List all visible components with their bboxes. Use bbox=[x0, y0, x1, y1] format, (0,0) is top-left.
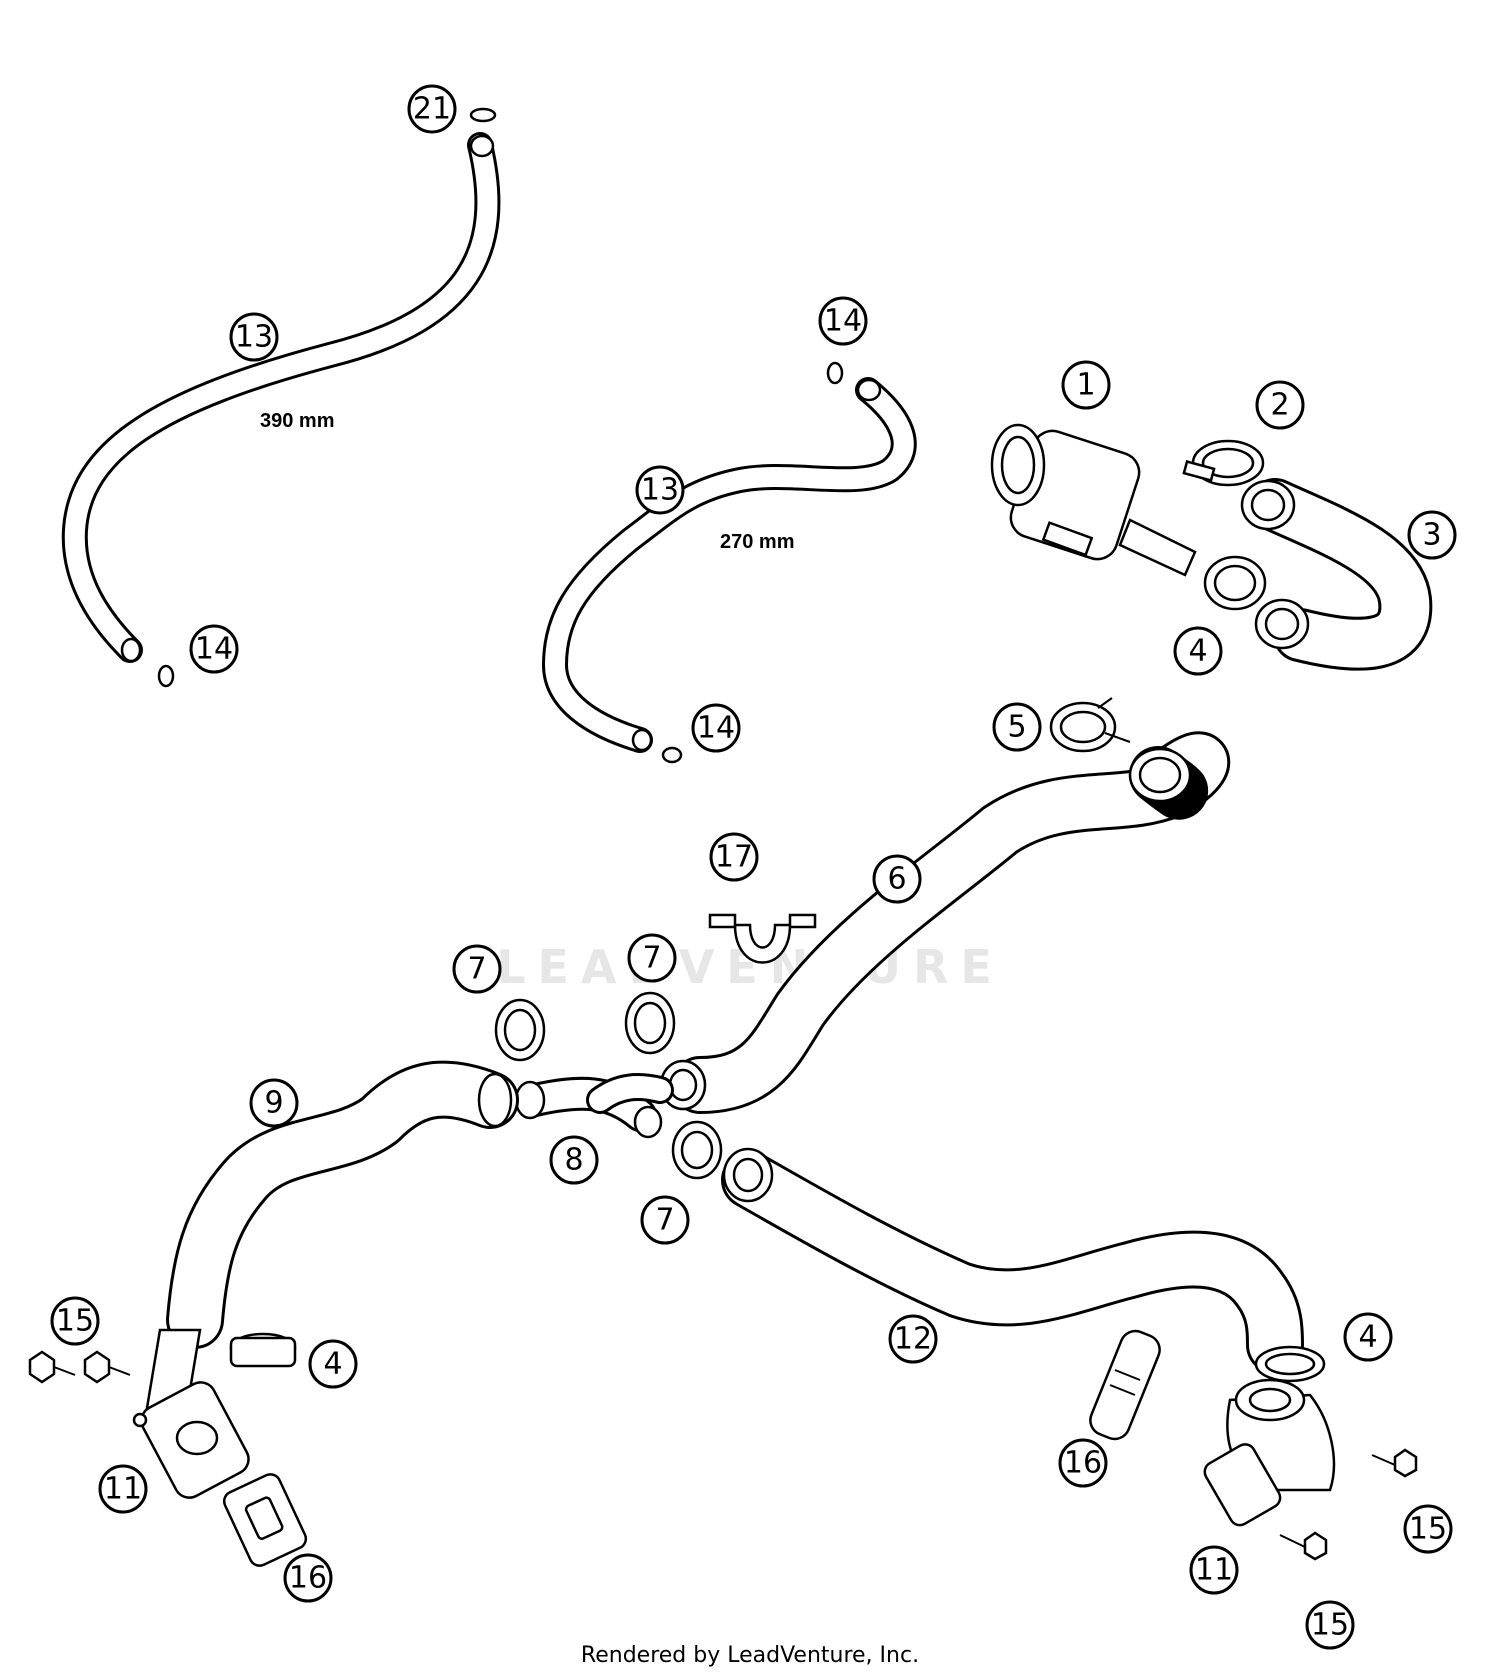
svg-text:7: 7 bbox=[467, 952, 486, 987]
callout-2: 2 bbox=[1255, 380, 1305, 430]
svg-text:16: 16 bbox=[1064, 1446, 1102, 1481]
callout-17: 17 bbox=[709, 832, 759, 882]
callout-4-top: 4 bbox=[1173, 626, 1223, 676]
callout-14-left: 14 bbox=[189, 624, 239, 674]
clamp-14-top[interactable] bbox=[826, 361, 844, 385]
svg-text:14: 14 bbox=[824, 304, 862, 339]
gasket-16-right[interactable] bbox=[1086, 1327, 1164, 1444]
callout-1: 1 bbox=[1061, 360, 1111, 410]
callout-8: 8 bbox=[549, 1135, 599, 1185]
callout-12: 12 bbox=[888, 1314, 938, 1364]
svg-text:3: 3 bbox=[1422, 518, 1441, 553]
svg-text:21: 21 bbox=[413, 92, 451, 127]
credit-footer: Rendered by LeadVenture, Inc. bbox=[580, 1643, 920, 1668]
svg-text:13: 13 bbox=[641, 473, 679, 508]
callout-11-left: 11 bbox=[98, 1464, 148, 1514]
svg-text:15: 15 bbox=[1409, 1512, 1447, 1547]
callout-7-middle: 7 bbox=[627, 933, 677, 983]
gasket-16-left[interactable] bbox=[221, 1471, 309, 1569]
clamp-17[interactable] bbox=[708, 913, 817, 964]
callout-15-right-b: 15 bbox=[1305, 1600, 1355, 1650]
bolt-15-right-b[interactable] bbox=[1279, 1531, 1328, 1561]
svg-text:15: 15 bbox=[1311, 1608, 1349, 1643]
hose-9[interactable] bbox=[166, 1060, 519, 1349]
svg-text:11: 11 bbox=[104, 1472, 142, 1507]
callout-3: 3 bbox=[1407, 510, 1457, 560]
svg-text:12: 12 bbox=[894, 1322, 932, 1357]
callout-16-left: 16 bbox=[283, 1553, 333, 1603]
clamp-21[interactable] bbox=[469, 107, 497, 123]
svg-text:4: 4 bbox=[1188, 634, 1207, 669]
clamp-2[interactable] bbox=[1182, 439, 1265, 487]
bolt-15-right-a[interactable] bbox=[1371, 1448, 1418, 1478]
hose-6[interactable] bbox=[659, 731, 1231, 1114]
svg-text:6: 6 bbox=[887, 862, 906, 897]
svg-text:7: 7 bbox=[655, 1203, 674, 1238]
callout-6: 6 bbox=[872, 854, 922, 904]
svg-text:8: 8 bbox=[564, 1143, 583, 1178]
clamp-4-left[interactable] bbox=[229, 1332, 297, 1368]
callout-16-right: 16 bbox=[1058, 1438, 1108, 1488]
svg-text:1: 1 bbox=[1076, 368, 1095, 403]
svg-text:7: 7 bbox=[642, 941, 661, 976]
dimension-270mm: 270 mm bbox=[720, 531, 795, 553]
cover-11-right[interactable] bbox=[1201, 1378, 1336, 1529]
callout-15-left: 15 bbox=[50, 1296, 100, 1346]
hose-13-short[interactable] bbox=[542, 377, 917, 753]
bolt-15-left-a[interactable] bbox=[28, 1350, 76, 1384]
clamp-5[interactable] bbox=[1049, 697, 1131, 753]
callout-4-right: 4 bbox=[1343, 1312, 1393, 1362]
clamp-4-top[interactable] bbox=[1203, 555, 1267, 611]
callout-7-bottom: 7 bbox=[640, 1195, 690, 1245]
dimension-390mm: 390 mm bbox=[260, 410, 335, 432]
callout-15-right-a: 15 bbox=[1403, 1504, 1453, 1554]
svg-text:4: 4 bbox=[323, 1347, 342, 1382]
svg-text:14: 14 bbox=[195, 632, 233, 667]
svg-text:15: 15 bbox=[56, 1304, 94, 1339]
svg-text:4: 4 bbox=[1358, 1320, 1377, 1355]
callout-4-left: 4 bbox=[308, 1339, 358, 1389]
svg-text:14: 14 bbox=[697, 711, 735, 746]
callout-14-middle: 14 bbox=[691, 703, 741, 753]
thermostat-1[interactable] bbox=[990, 423, 1197, 577]
cover-11-left[interactable] bbox=[132, 1328, 254, 1503]
callout-13-left: 13 bbox=[229, 312, 279, 362]
hose-3[interactable] bbox=[1240, 478, 1433, 671]
callout-14-top: 14 bbox=[818, 296, 868, 346]
svg-text:13: 13 bbox=[235, 320, 273, 355]
clamp-14-left[interactable] bbox=[157, 664, 175, 688]
callout-9: 9 bbox=[249, 1078, 299, 1128]
callout-7-left: 7 bbox=[452, 944, 502, 994]
bolt-15-left-b[interactable] bbox=[83, 1350, 131, 1384]
svg-text:11: 11 bbox=[1195, 1553, 1233, 1588]
y-connector-8[interactable] bbox=[514, 1073, 674, 1139]
clamp-7-middle[interactable] bbox=[624, 991, 676, 1055]
callout-11-right: 11 bbox=[1189, 1545, 1239, 1595]
hose-13-long[interactable] bbox=[61, 132, 501, 663]
clamp-7-bottom[interactable] bbox=[671, 1120, 723, 1180]
clamp-7-left[interactable] bbox=[494, 998, 546, 1062]
svg-text:2: 2 bbox=[1270, 388, 1289, 423]
clamp-4-right[interactable] bbox=[1254, 1345, 1326, 1383]
hose-12[interactable] bbox=[721, 1147, 1304, 1374]
clamp-14-middle[interactable] bbox=[661, 746, 683, 764]
callout-5: 5 bbox=[992, 702, 1042, 752]
svg-text:17: 17 bbox=[715, 840, 753, 875]
callout-21: 21 bbox=[407, 84, 457, 134]
svg-text:5: 5 bbox=[1007, 710, 1026, 745]
callout-13-middle: 13 bbox=[635, 465, 685, 515]
svg-text:16: 16 bbox=[289, 1561, 327, 1596]
svg-text:9: 9 bbox=[264, 1086, 283, 1121]
